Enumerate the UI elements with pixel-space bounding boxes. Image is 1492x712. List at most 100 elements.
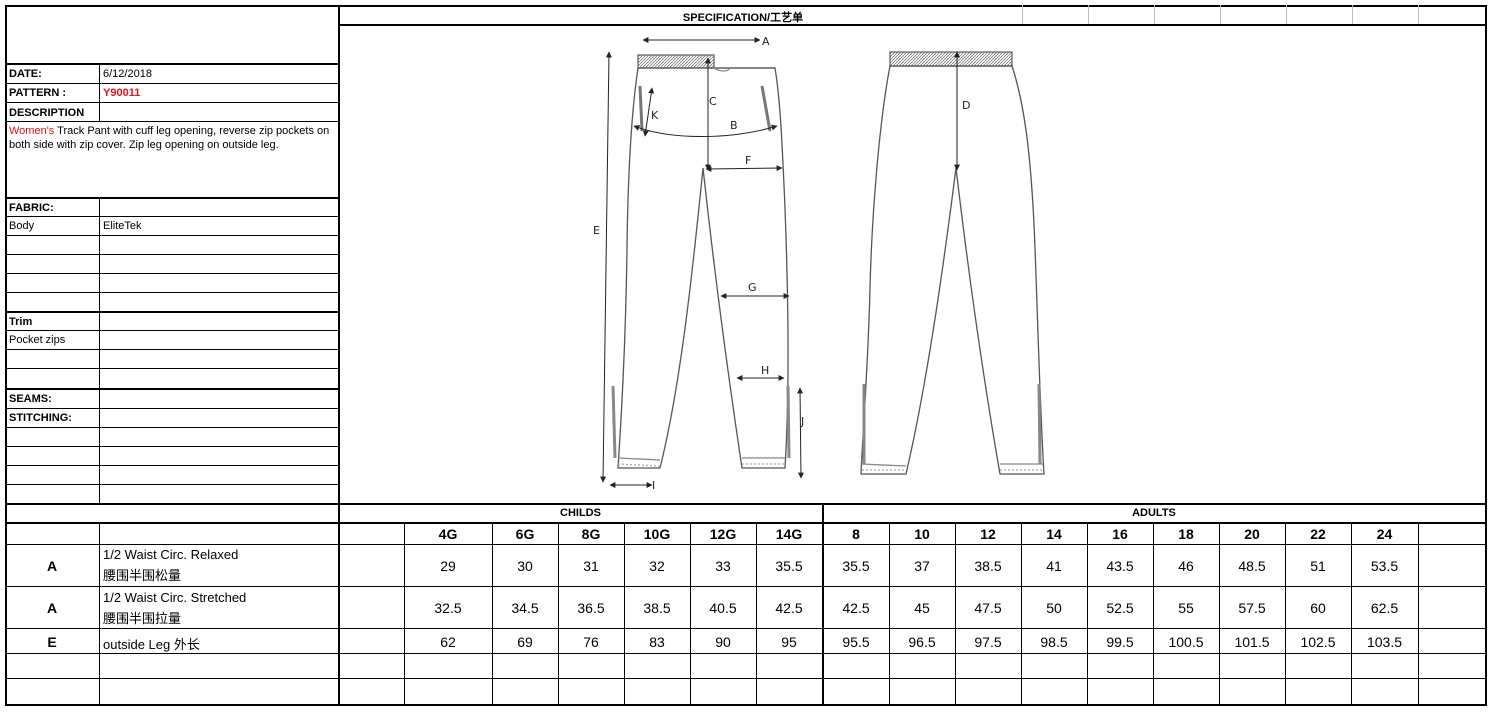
pattern-label: PATTERN : bbox=[9, 87, 67, 99]
seams-label: SEAMS: bbox=[9, 393, 52, 405]
size-value: 51 bbox=[1310, 558, 1326, 574]
measure-label-f: F bbox=[745, 154, 751, 167]
size-value: 40.5 bbox=[709, 600, 737, 616]
size-header: 22 bbox=[1310, 526, 1326, 542]
size-value: 53.5 bbox=[1370, 558, 1399, 574]
size-value: 41 bbox=[1046, 558, 1062, 574]
size-value: 62 bbox=[440, 634, 456, 650]
description-label: DESCRIPTION bbox=[9, 107, 85, 119]
measure-label-h: H bbox=[761, 364, 769, 377]
point-code: A bbox=[46, 600, 58, 616]
measure-desc-cn: 腰围半围拉量 bbox=[103, 611, 182, 626]
size-header: 10G bbox=[643, 526, 671, 542]
size-value: 101.5 bbox=[1234, 634, 1270, 650]
measure-label-c: C bbox=[709, 95, 717, 108]
size-value: 32.5 bbox=[434, 600, 462, 616]
size-header: 8G bbox=[581, 526, 601, 542]
measure-label-j: J bbox=[800, 415, 804, 428]
size-value: 30 bbox=[517, 558, 533, 574]
description-rest: Track Pant with cuff leg opening, revers… bbox=[9, 125, 330, 151]
measure-desc: 1/2 Waist Circ. Relaxed bbox=[103, 547, 239, 562]
measure-label-g: G bbox=[748, 281, 757, 294]
size-value: 36.5 bbox=[577, 600, 605, 616]
measure-label-i: I bbox=[652, 479, 655, 492]
size-value: 37 bbox=[914, 558, 930, 574]
date-value: 6/12/2018 bbox=[103, 68, 152, 80]
date-label: DATE: bbox=[9, 68, 42, 80]
size-value: 96.5 bbox=[908, 634, 936, 650]
size-header: 16 bbox=[1112, 526, 1128, 542]
size-header: 14 bbox=[1046, 526, 1062, 542]
size-header: 24 bbox=[1376, 526, 1393, 542]
size-value: 99.5 bbox=[1106, 634, 1134, 650]
size-value: 69 bbox=[517, 634, 533, 650]
size-value: 33 bbox=[715, 558, 731, 574]
size-value: 38.5 bbox=[643, 600, 671, 616]
size-header: 12 bbox=[980, 526, 996, 542]
fabric-value: EliteTek bbox=[103, 220, 142, 232]
trim-item: Pocket zips bbox=[9, 334, 66, 346]
size-value: 34.5 bbox=[511, 600, 539, 616]
measure-label-a: A bbox=[762, 35, 770, 48]
size-value: 95 bbox=[781, 634, 797, 650]
size-value: 102.5 bbox=[1300, 634, 1336, 650]
size-value: 35.5 bbox=[775, 558, 803, 574]
childs-group-header: CHILDS bbox=[560, 507, 601, 519]
size-value: 52.5 bbox=[1106, 600, 1134, 616]
size-value: 57.5 bbox=[1238, 600, 1266, 616]
pattern-value: Y90011 bbox=[103, 87, 141, 99]
size-value: 45 bbox=[914, 600, 930, 616]
spec-title: SPECIFICATION/工艺单 bbox=[682, 12, 804, 24]
size-value: 55 bbox=[1178, 600, 1194, 616]
size-header: 20 bbox=[1244, 526, 1260, 542]
description-text: Women's Track Pant with cuff leg opening… bbox=[9, 124, 331, 152]
size-header: 6G bbox=[515, 526, 535, 542]
fabric-part: Body bbox=[9, 220, 35, 232]
size-header: 18 bbox=[1178, 526, 1194, 542]
size-value: 42.5 bbox=[775, 600, 803, 616]
front-pant-drawing bbox=[611, 54, 791, 469]
size-value: 103.5 bbox=[1366, 634, 1403, 650]
measure-label-k: K bbox=[651, 109, 659, 122]
size-value: 97.5 bbox=[974, 634, 1002, 650]
size-value: 47.5 bbox=[974, 600, 1002, 616]
size-value: 60 bbox=[1310, 600, 1326, 616]
stitching-label: STITCHING: bbox=[9, 412, 72, 424]
size-value: 32 bbox=[649, 558, 665, 574]
point-code: A bbox=[46, 558, 58, 574]
trim-label: Trim bbox=[9, 316, 33, 328]
size-header: 10 bbox=[914, 526, 930, 542]
size-value: 76 bbox=[583, 634, 599, 650]
measure-desc: 1/2 Waist Circ. Stretched bbox=[103, 590, 247, 605]
size-value: 29 bbox=[440, 558, 456, 574]
description-highlight: Women's bbox=[9, 125, 55, 137]
size-header: 14G bbox=[775, 526, 803, 542]
measure-desc-cn: 腰围半围松量 bbox=[103, 568, 182, 583]
size-value: 38.5 bbox=[974, 558, 1002, 574]
size-value: 43.5 bbox=[1106, 558, 1134, 574]
size-value: 62.5 bbox=[1370, 600, 1399, 616]
size-value: 42.5 bbox=[842, 600, 870, 616]
size-value: 100.5 bbox=[1168, 634, 1204, 650]
back-pant-drawing bbox=[860, 51, 1045, 475]
measure-label-b: B bbox=[730, 119, 738, 132]
size-value: 98.5 bbox=[1040, 634, 1068, 650]
size-value: 35.5 bbox=[842, 558, 870, 574]
size-value: 95.5 bbox=[842, 634, 870, 650]
size-value: 31 bbox=[583, 558, 599, 574]
fabric-label: FABRIC: bbox=[9, 202, 54, 214]
size-header: 12G bbox=[709, 526, 737, 542]
size-header: 4G bbox=[438, 526, 458, 542]
size-value: 83 bbox=[649, 634, 665, 650]
size-value: 90 bbox=[715, 634, 731, 650]
size-header: 8 bbox=[852, 526, 860, 542]
garment-sketch: A B C D E F G H I J K bbox=[593, 35, 1045, 492]
adults-group-header: ADULTS bbox=[1132, 507, 1176, 519]
measure-label-e: E bbox=[593, 224, 600, 237]
measure-label-d: D bbox=[962, 99, 970, 112]
size-value: 50 bbox=[1046, 600, 1062, 616]
measure-desc: outside Leg 外长 bbox=[103, 637, 200, 652]
size-value: 48.5 bbox=[1238, 558, 1266, 574]
size-value: 46 bbox=[1178, 558, 1194, 574]
point-code: E bbox=[47, 634, 57, 650]
